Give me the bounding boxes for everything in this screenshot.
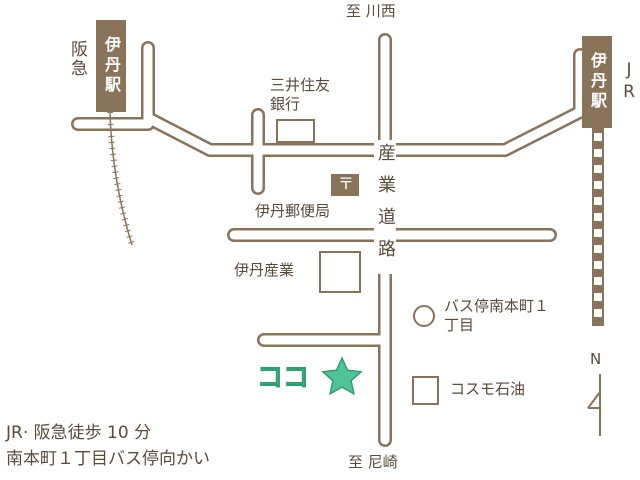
target-label: ココ	[256, 363, 310, 394]
access-line-2: 南本町１丁目バス停向かい	[6, 449, 210, 469]
north-destination: 至 川西	[346, 2, 396, 20]
bus-stop-icon	[413, 305, 435, 327]
south-destination: 至 尼崎	[348, 453, 398, 471]
jr-line-label: JR	[619, 60, 639, 104]
compass-icon	[587, 374, 601, 436]
gas-station-box	[412, 376, 439, 405]
hankyu-itami-station: 伊丹駅	[96, 20, 126, 112]
hankyu-line-label: 阪急	[67, 40, 87, 78]
bank-building	[276, 119, 315, 143]
access-line-1: JR· 阪急徒歩 10 分	[6, 423, 152, 443]
jr-itami-station: 伊丹駅	[582, 36, 612, 128]
compass-north-label: N	[590, 350, 602, 368]
road-name-label: 産業道路	[374, 140, 396, 274]
bank-label: 三井住友銀行	[270, 76, 331, 113]
company-building	[319, 251, 361, 293]
post-office-symbol: 〒	[338, 174, 355, 193]
hankyu-railway	[109, 111, 133, 246]
gas-station-label: コスモ石油	[450, 380, 526, 398]
post-office-label: 伊丹郵便局	[255, 202, 331, 220]
post-office-box	[331, 174, 359, 196]
company-label: 伊丹産業	[234, 261, 295, 279]
target-star-icon	[321, 356, 363, 396]
bus-stop-label: バス停南本町１丁目	[444, 297, 550, 334]
